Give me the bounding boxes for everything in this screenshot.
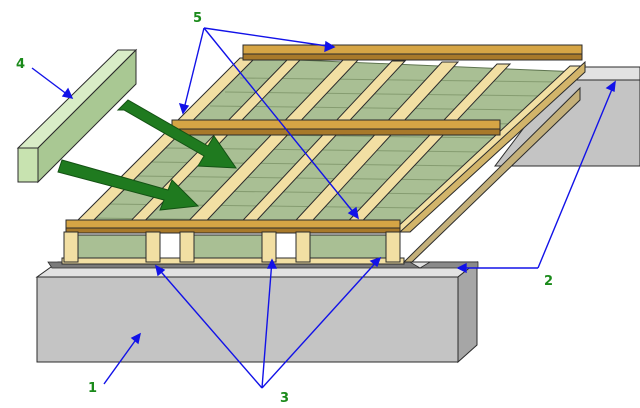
foundation-side	[457, 260, 478, 364]
post-3	[179, 231, 195, 263]
post-2	[145, 231, 161, 263]
floor-joists	[64, 57, 587, 233]
board-front-top	[65, 219, 401, 229]
post-4	[261, 231, 277, 263]
label-1: 1	[88, 381, 97, 396]
callout-labels: 5 4 2 3 1	[16, 11, 553, 406]
membrane-strip-right	[418, 261, 479, 269]
post-1	[63, 231, 79, 263]
label-2: 2	[544, 274, 553, 289]
right-frame-edge	[398, 60, 586, 263]
top-boards	[65, 44, 583, 234]
right-frame-side	[398, 60, 586, 233]
foundation-beam	[35, 260, 479, 364]
foundation-front	[36, 276, 459, 363]
label-5: 5	[193, 11, 202, 26]
post-6	[385, 231, 401, 263]
board-middle-front	[171, 128, 501, 136]
green-arrow-lower	[57, 159, 200, 211]
insulation-block	[16, 48, 138, 184]
green-arrow-upper	[116, 99, 237, 169]
bottom-rail	[61, 257, 405, 265]
label-4: 4	[16, 57, 25, 72]
board-back-front	[242, 53, 583, 61]
post-5	[295, 231, 311, 263]
board-front-front	[65, 227, 401, 234]
label-3: 3	[280, 391, 289, 406]
board-back-top	[242, 44, 583, 55]
insulation-block-side	[37, 48, 137, 184]
insulation-block-front	[17, 147, 39, 183]
board-middle-top	[171, 119, 501, 130]
callout-lines	[31, 27, 616, 389]
right-frame-lower	[402, 86, 581, 263]
lower-frame	[61, 231, 405, 265]
insertion-arrows	[57, 99, 237, 211]
